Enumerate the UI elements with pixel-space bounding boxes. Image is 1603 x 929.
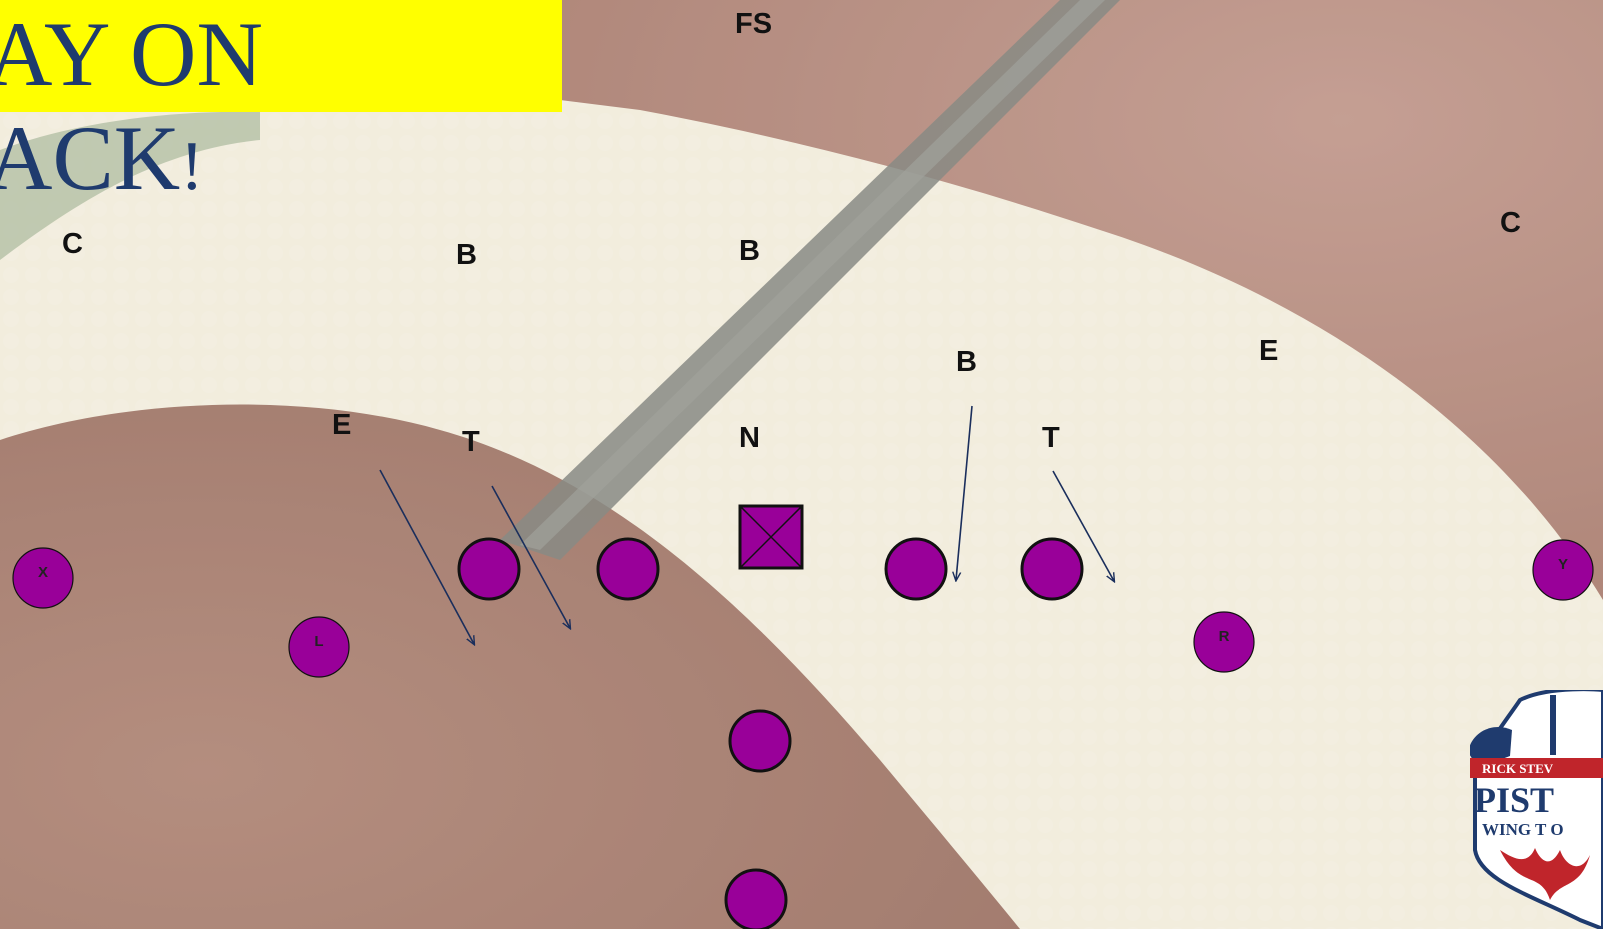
player-l-label: L	[314, 633, 323, 650]
logo-text-bot: WING T O	[1482, 820, 1564, 839]
arrow-right-backer	[956, 406, 972, 580]
player-left-guard	[459, 539, 519, 599]
player-fullback	[726, 870, 786, 929]
center-player	[740, 506, 802, 568]
defender-right-backer: B	[956, 348, 977, 377]
offense-players: X L R Y	[13, 539, 1593, 929]
defender-right-end: E	[1259, 337, 1278, 366]
player-right-guard	[886, 539, 946, 599]
defender-right-tackle: T	[1042, 424, 1060, 453]
player-right-tackle	[1022, 539, 1082, 599]
defender-nose: N	[739, 424, 760, 453]
player-quarterback	[730, 711, 790, 771]
defender-left-corner: C	[62, 230, 83, 259]
player-y-label: Y	[1558, 556, 1568, 573]
player-x-label: X	[38, 564, 48, 581]
player-r-label: R	[1219, 628, 1230, 645]
defender-right-corner: C	[1500, 209, 1521, 238]
defender-free-safety: FS	[735, 10, 772, 39]
defender-left-tackle: T	[462, 428, 480, 457]
defender-middle-backer: B	[739, 237, 760, 266]
defender-left-backer: B	[456, 241, 477, 270]
logo-text-top: RICK STEV	[1482, 761, 1554, 776]
defender-left-end: E	[332, 411, 351, 440]
team-logo: RICK STEV PIST WING T O	[1470, 690, 1603, 929]
player-left-tackle	[598, 539, 658, 599]
logo-text-mid: PIST	[1474, 780, 1554, 820]
